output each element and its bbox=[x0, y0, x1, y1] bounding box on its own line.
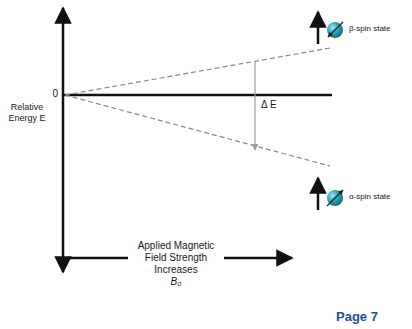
alpha-level-line bbox=[65, 95, 330, 166]
spin-arrow bbox=[327, 190, 343, 206]
page-number: Page 7 bbox=[336, 309, 406, 325]
spin-state-label: β-spin state bbox=[349, 24, 409, 34]
nucleus-sphere bbox=[327, 190, 343, 206]
beta-level-line bbox=[65, 48, 330, 95]
field-symbol: B₀ bbox=[160, 276, 192, 288]
spin-arrow bbox=[328, 22, 343, 37]
delta-e-arrow bbox=[254, 62, 255, 150]
nucleus-sphere bbox=[327, 22, 343, 38]
zero-line bbox=[63, 94, 332, 97]
spin-state-label: α-spin state bbox=[349, 192, 409, 202]
field-direction-arrow bbox=[317, 178, 320, 210]
zero-label: 0 bbox=[44, 88, 58, 100]
energy-axis bbox=[62, 8, 65, 272]
axis-label: Applied Magnetic Field Strength Increase… bbox=[128, 240, 224, 276]
field-direction-arrow bbox=[317, 12, 320, 44]
delta-e-label: Δ E bbox=[261, 99, 291, 111]
axis-label: Relative Energy E bbox=[2, 102, 52, 124]
